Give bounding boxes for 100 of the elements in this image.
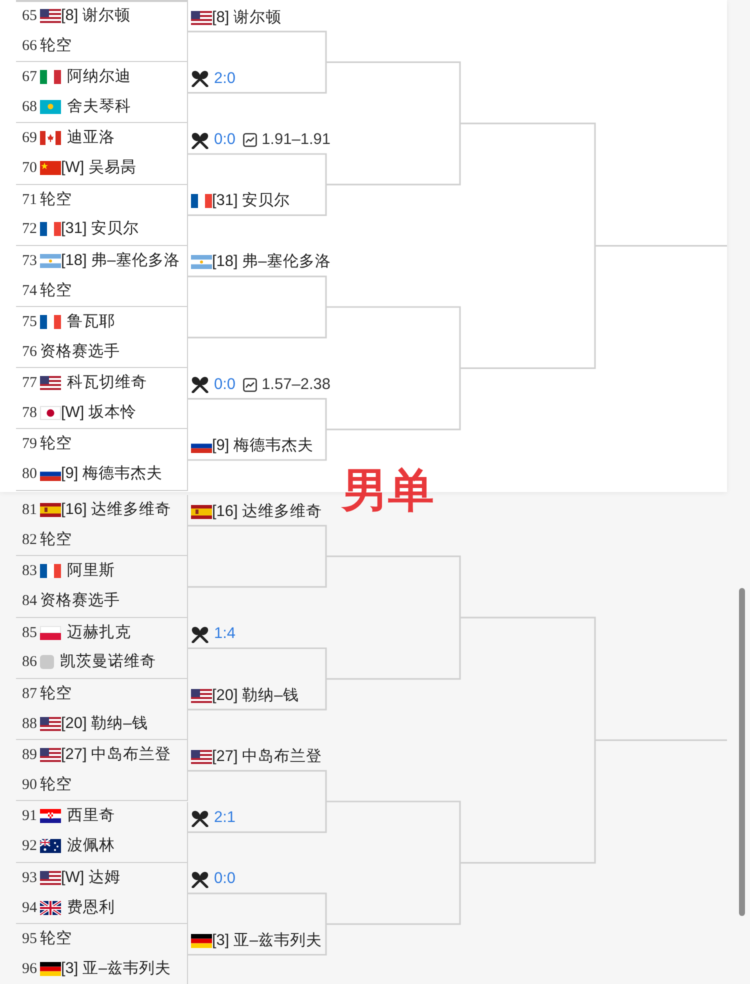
winner-name: [16] 达维多维奇 <box>212 502 322 522</box>
player-name: 波佩林 <box>67 836 115 856</box>
player-name: 阿纳尔迪 <box>67 67 131 88</box>
draw-number: 95 <box>22 930 37 948</box>
player-name: 轮空 <box>40 530 72 550</box>
betting-odds: 1.91–1.91 <box>262 130 331 150</box>
match-score: 0:0 <box>214 130 236 150</box>
player-name: 迪亚洛 <box>67 128 115 148</box>
winner-name: [8] 谢尔顿 <box>212 8 282 28</box>
draw-number: 88 <box>22 714 37 733</box>
match-box <box>16 123 188 185</box>
betting-odds: 1.57–2.38 <box>262 374 331 395</box>
match-box <box>16 429 188 491</box>
draw-number: 93 <box>22 868 37 887</box>
winner-name: [20] 勒纳–钱 <box>212 686 299 706</box>
winner-name: [18] 弗–塞伦多洛 <box>212 252 331 272</box>
title: 男单 <box>342 465 434 515</box>
player-name: 轮空 <box>40 434 72 454</box>
draw-number: 92 <box>22 837 37 856</box>
player-name: 凯茨曼诺维奇 <box>60 652 156 672</box>
draw-number: 80 <box>22 465 37 484</box>
player-name: 阿里斯 <box>67 561 115 582</box>
match-box <box>16 307 188 368</box>
draw-number: 72 <box>22 220 37 238</box>
match-box <box>16 62 188 124</box>
draw-number: 78 <box>22 404 37 422</box>
draw-number: 87 <box>22 684 37 703</box>
draw-number: 68 <box>22 98 37 116</box>
match-box <box>16 862 188 924</box>
draw-number: 76 <box>22 342 37 361</box>
bracket-line <box>188 153 327 216</box>
draw-number: 91 <box>22 807 37 826</box>
draw-number: 79 <box>22 435 37 454</box>
player-name: 科瓦切维奇 <box>67 373 147 394</box>
bracket-line <box>188 276 327 338</box>
player-name: 资格赛选手 <box>40 591 120 612</box>
player-name: 西里奇 <box>67 806 115 826</box>
player-name: [16] 达维多维奇 <box>61 500 172 520</box>
player-name: [18] 弗–塞伦多洛 <box>61 250 180 271</box>
player-name: [W] 坂本怜 <box>61 402 137 423</box>
player-name: [8] 谢尔顿 <box>61 6 131 26</box>
player-name: 轮空 <box>40 280 72 301</box>
player-name: 费恩利 <box>67 898 115 918</box>
match-box <box>16 678 188 740</box>
draw-number: 86 <box>22 653 37 672</box>
match-box <box>16 246 188 307</box>
draw-number: 73 <box>22 252 37 270</box>
winner-name: [31] 安贝尔 <box>212 191 290 212</box>
match-box <box>16 802 188 863</box>
winner-name: [27] 中岛布兰登 <box>212 746 322 767</box>
match-box <box>16 556 188 618</box>
winner-name: [9] 梅德韦杰夫 <box>212 436 314 456</box>
bracket-line <box>188 524 327 588</box>
draw-number: 94 <box>22 898 37 917</box>
bracket-line <box>188 647 327 710</box>
player-name: 资格赛选手 <box>40 342 120 362</box>
match-box <box>16 740 188 802</box>
draw-number: 69 <box>22 129 37 148</box>
match-box <box>16 495 188 556</box>
draw-number: 90 <box>22 776 37 794</box>
draw-number: 70 <box>22 159 37 178</box>
bracket-line <box>188 30 327 94</box>
match-score: 0:0 <box>214 869 236 890</box>
match-score: 2:1 <box>214 808 236 828</box>
player-name: [W] 达姆 <box>61 868 121 888</box>
draw-number: 85 <box>22 624 37 642</box>
match-score: 1:4 <box>214 624 236 644</box>
player-name: 轮空 <box>40 684 72 704</box>
match-box <box>16 1 188 62</box>
player-name: [27] 中岛布兰登 <box>61 745 172 766</box>
player-name: 轮空 <box>40 775 72 796</box>
match-box <box>16 368 188 430</box>
match-box <box>16 618 188 679</box>
draw-number: 71 <box>22 190 37 209</box>
draw-number: 75 <box>22 312 37 331</box>
bracket-line <box>188 892 327 956</box>
player-name: 轮空 <box>40 36 72 56</box>
draw-number: 82 <box>22 530 37 549</box>
match-score: 2:0 <box>214 68 236 89</box>
player-name: [W] 吴易昺 <box>61 158 137 178</box>
draw-number: 77 <box>22 374 37 392</box>
player-name: [9] 梅德韦杰夫 <box>61 464 163 484</box>
player-name: [20] 勒纳–钱 <box>61 714 148 734</box>
player-name: [3] 亚–兹韦列夫 <box>61 958 172 979</box>
draw-number: 66 <box>22 36 37 55</box>
bracket-line <box>188 770 327 833</box>
draw-number: 81 <box>22 500 37 519</box>
bracket-line <box>188 398 327 461</box>
player-name: 轮空 <box>40 190 72 210</box>
draw-number: 89 <box>22 746 37 764</box>
player-name: 迈赫扎克 <box>67 622 131 643</box>
draw-number: 67 <box>22 68 37 86</box>
draw-number: 74 <box>22 282 37 300</box>
draw-number: 83 <box>22 562 37 580</box>
draw-number: 96 <box>22 960 37 978</box>
draw-number: 84 <box>22 592 37 610</box>
draw-number: 65 <box>22 6 37 25</box>
match-box <box>16 184 188 246</box>
match-score: 0:0 <box>214 374 236 395</box>
player-name: 鲁瓦耶 <box>67 312 115 332</box>
